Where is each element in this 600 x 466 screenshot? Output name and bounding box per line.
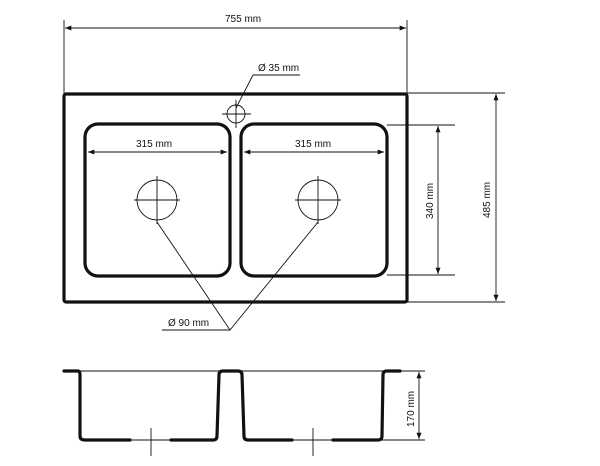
left-bowl-width-label: 315 mm [136, 139, 172, 150]
bowl-depth-label: 340 mm [425, 183, 436, 219]
tap-hole-label: Ø 35 mm [258, 63, 299, 74]
right-bowl-width-dimension: 315 mm [243, 139, 384, 155]
left-bowl-width-dimension: 315 mm [88, 139, 228, 155]
right-bowl [239, 122, 389, 278]
tap-hole-icon [222, 100, 251, 128]
overall-depth-dimension: 485 mm [407, 92, 505, 303]
bowl-height-dimension: 170 mm [382, 370, 425, 441]
right-bowl-width-label: 315 mm [295, 139, 331, 150]
left-drain-icon [134, 176, 180, 224]
overall-depth-label: 485 mm [482, 182, 493, 218]
tap-hole-callout: Ø 35 mm [235, 63, 300, 109]
overall-width-dimension: 755 mm [63, 14, 408, 93]
left-bowl [83, 122, 232, 278]
drain-callout: Ø 90 mm [156, 221, 319, 331]
overall-width-label: 755 mm [225, 14, 261, 25]
sink-outline [62, 92, 409, 304]
bowl-depth-dimension: 340 mm [387, 124, 455, 276]
right-drain-icon [295, 176, 341, 224]
side-view [62, 369, 402, 456]
drain-hole-label: Ø 90 mm [168, 318, 209, 329]
bowl-height-label: 170 mm [406, 391, 417, 427]
